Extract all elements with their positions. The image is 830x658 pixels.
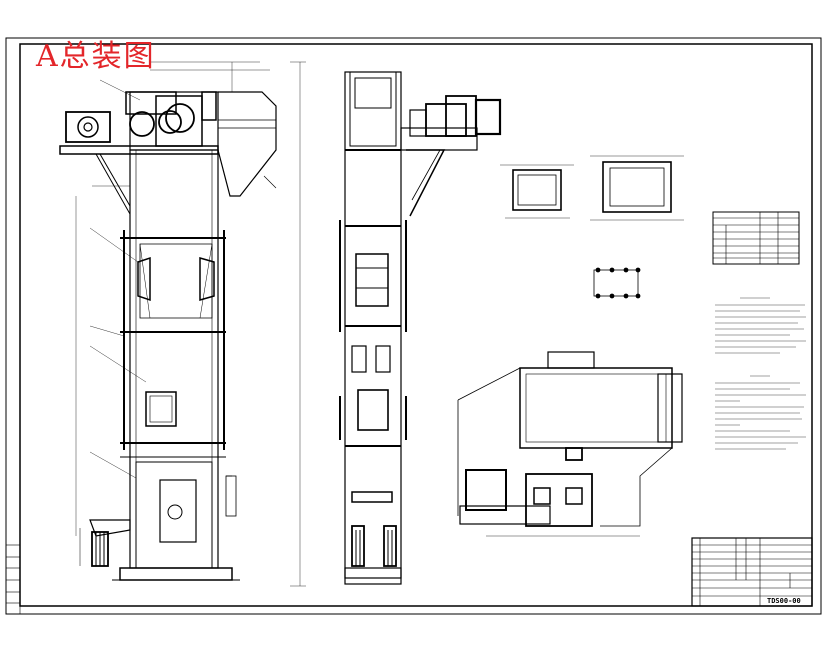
front-inspection-door xyxy=(145,391,177,427)
side-motor xyxy=(474,98,502,136)
front-discharge-chute xyxy=(217,91,277,197)
front-inlet-hopper xyxy=(89,519,131,537)
drawing-label: A总装图 xyxy=(36,39,156,74)
front-dimensions xyxy=(75,61,306,587)
front-base xyxy=(119,567,233,581)
drive-top-view xyxy=(457,351,683,537)
side-bolts xyxy=(339,220,407,440)
front-head xyxy=(129,91,219,151)
section-detail-2 xyxy=(590,155,684,221)
front-view xyxy=(59,61,306,587)
side-casing xyxy=(344,71,402,585)
inner-border xyxy=(19,43,813,607)
outer-border xyxy=(5,37,822,615)
front-bolts xyxy=(123,230,225,450)
front-motor xyxy=(65,111,111,143)
bolt-pattern-detail xyxy=(593,267,641,299)
side-view xyxy=(339,71,502,585)
drawing-number: TDS00-00 xyxy=(767,597,801,605)
title-block xyxy=(691,537,813,607)
parameter-table xyxy=(712,211,800,265)
technical-notes xyxy=(715,297,806,450)
section-detail-1 xyxy=(500,164,574,219)
front-drive-platform xyxy=(59,145,219,155)
left-revision-strip xyxy=(5,544,21,615)
